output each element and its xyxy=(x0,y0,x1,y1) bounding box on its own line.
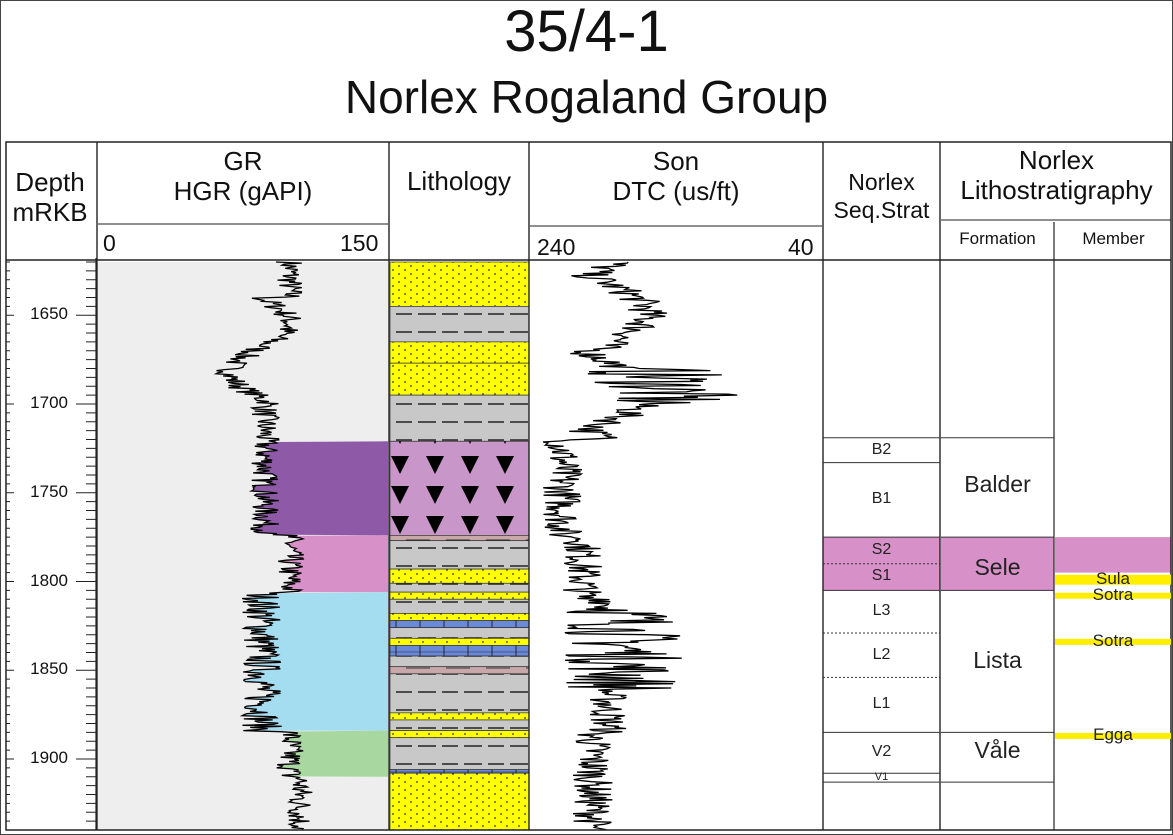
member-sele-band xyxy=(1055,537,1171,573)
lithology-bed-shale xyxy=(389,627,530,639)
lithology-bed-limestone xyxy=(389,645,530,657)
table-border xyxy=(5,141,1172,831)
lithology-header: Lithology xyxy=(406,166,512,196)
seqstrat-zone-label: L2 xyxy=(872,645,891,663)
gr-fill-lista xyxy=(242,592,388,731)
group-subtitle: Norlex Rogaland Group xyxy=(344,71,829,123)
seqstrat-zone-label: V1 xyxy=(874,771,889,784)
seqstrat-zone-label: B1 xyxy=(871,490,892,508)
lithology-bed-shale xyxy=(389,540,530,570)
lithology-bed-shale xyxy=(389,598,530,614)
son-scale-left: 240 xyxy=(537,234,576,260)
lithology-bed-sand xyxy=(389,261,530,307)
gr-curve xyxy=(213,261,313,831)
lithology-bed-shale xyxy=(389,582,530,593)
member-label: Sula xyxy=(1095,568,1131,588)
depth-label: 1650 xyxy=(30,304,68,324)
member-label: Sotra xyxy=(1092,584,1134,604)
depth-label: 1850 xyxy=(30,659,68,679)
seqstrat-zone-label: L3 xyxy=(872,602,891,620)
lithology-bed-shale xyxy=(389,394,530,442)
lithology-bed-limestone xyxy=(389,769,530,774)
gr-fill-sele xyxy=(278,535,388,593)
seqstrat-zone-label: L1 xyxy=(872,695,891,713)
well-title: 35/4-1 xyxy=(504,0,669,64)
formation-label: Lista xyxy=(973,647,1022,674)
member-marker-line xyxy=(1055,732,1171,739)
formation-label: Balder xyxy=(964,471,1031,498)
lithology-bed-sand xyxy=(389,568,530,584)
lithology-bed-shale xyxy=(389,737,530,771)
lithology-bed-sand xyxy=(389,591,530,600)
member-label: Egga xyxy=(1093,724,1133,744)
gr-fill-vale xyxy=(276,730,388,777)
seqstrat-zone-label: S2 xyxy=(871,540,892,558)
formation-label: Våle xyxy=(974,737,1021,764)
member-header: Member xyxy=(1082,229,1145,248)
seqstrat-zone-label: V2 xyxy=(871,743,892,761)
member-marker-line xyxy=(1055,638,1171,645)
depth-label: 1750 xyxy=(30,481,68,501)
formation-header: Formation xyxy=(959,229,1036,248)
dtc-curve xyxy=(542,261,738,831)
lithology-bed-shale xyxy=(389,655,530,668)
member-marker-line xyxy=(1055,574,1171,585)
lithology-bed-shale xyxy=(389,673,530,714)
member-label: Sotra xyxy=(1092,630,1134,650)
seqstrat-zone-label: B2 xyxy=(871,440,892,458)
lithology-bed-marl xyxy=(389,534,530,542)
gr-scale-max: 150 xyxy=(340,230,379,256)
lithology-bed-sand xyxy=(389,772,530,831)
member-marker-line xyxy=(1055,592,1171,599)
depth-label: 1800 xyxy=(30,570,68,590)
lithology-bed-sand xyxy=(389,613,530,621)
lithology-bed-sand xyxy=(389,341,530,364)
gr-fill-balder xyxy=(251,441,388,536)
lithology-bed-sand xyxy=(389,637,530,646)
lithology-bed-sand xyxy=(389,712,530,721)
lithology-bed-limestone xyxy=(389,620,530,628)
lithology-bed-sand xyxy=(389,730,530,739)
gr-scale-min: 0 xyxy=(103,230,116,256)
depth-label: 1700 xyxy=(30,393,68,412)
depth-label: 1900 xyxy=(30,748,68,767)
seqstrat-zone-label: S1 xyxy=(871,567,892,585)
lithology-bed-shale xyxy=(389,719,530,731)
lithology-bed-marl xyxy=(389,666,530,675)
formation-label: Sele xyxy=(974,553,1021,580)
lithology-bed-shale xyxy=(389,306,530,343)
son-scale-right: 40 xyxy=(788,234,814,260)
lithology-bed-sand xyxy=(389,362,530,396)
formation-sele-band xyxy=(941,537,1054,591)
lithology-bed-tuff xyxy=(389,440,530,536)
